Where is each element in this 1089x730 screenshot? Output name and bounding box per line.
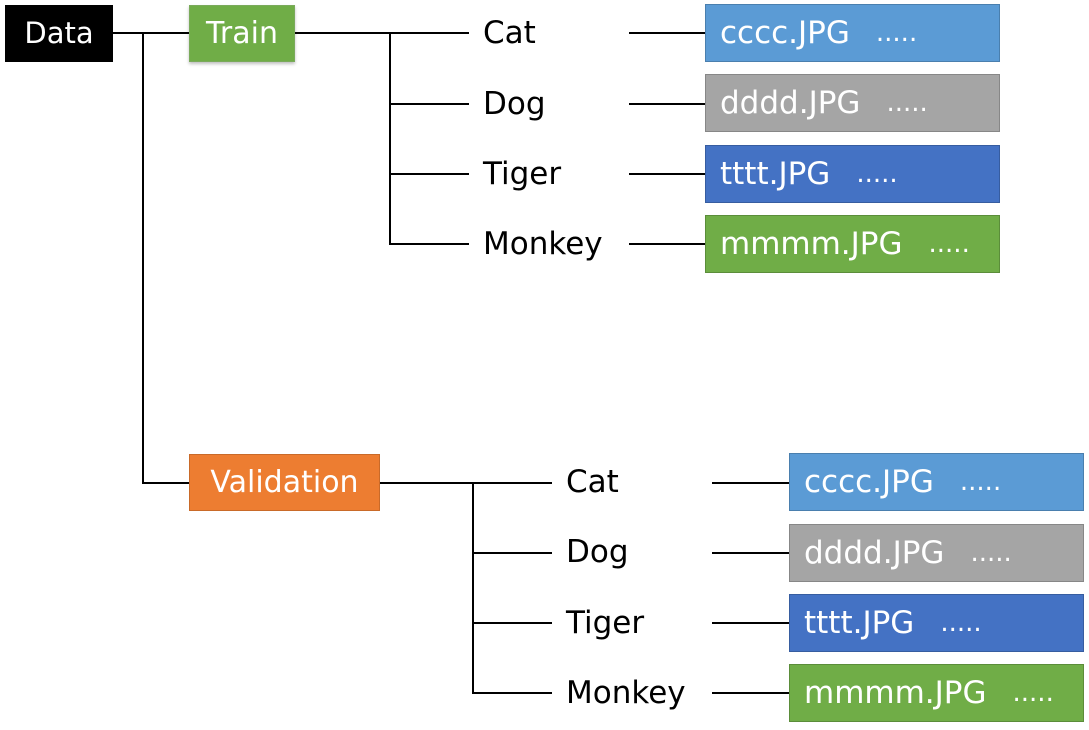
validation-cat-label: Cat xyxy=(566,463,619,500)
validation-to-branch-line xyxy=(380,482,474,484)
validation-tiger-files-box: tttt.JPG ..... xyxy=(789,594,1084,652)
validation-monkey-file-connector xyxy=(712,692,789,694)
train-tiger-file-name: tttt.JPG xyxy=(720,155,831,192)
validation-dog-connector xyxy=(472,552,552,554)
validation-cat-more-files: ..... xyxy=(959,467,1002,497)
train-tiger-connector xyxy=(389,173,469,175)
validation-monkey-connector xyxy=(472,692,552,694)
validation-monkey-more-files: ..... xyxy=(1012,678,1054,708)
root-to-validation-connector xyxy=(142,482,189,484)
train-tiger-more-files: ..... xyxy=(856,159,898,189)
validation-branch-trunk-line xyxy=(472,482,474,694)
train-dog-connector xyxy=(389,103,469,105)
validation-dog-file-name: dddd.JPG xyxy=(804,534,945,571)
train-dog-file-name: dddd.JPG xyxy=(720,84,861,121)
train-branch-trunk-line xyxy=(389,32,391,245)
train-monkey-label: Monkey xyxy=(483,225,603,262)
validation-tiger-label: Tiger xyxy=(566,604,645,641)
validation-tiger-connector xyxy=(472,622,552,624)
validation-folder-label: Validation xyxy=(210,464,359,500)
validation-tiger-more-files: ..... xyxy=(940,608,982,638)
validation-tiger-file-connector xyxy=(712,622,789,624)
train-dog-file-connector xyxy=(629,103,705,105)
train-tiger-files-box: tttt.JPG ..... xyxy=(705,145,1000,203)
root-trunk-line xyxy=(142,32,144,484)
validation-cat-file-connector xyxy=(712,482,789,484)
train-cat-connector xyxy=(389,32,469,34)
root-connector xyxy=(113,32,189,34)
train-monkey-files-box: mmmm.JPG ..... xyxy=(705,215,1000,273)
train-dog-more-files: ..... xyxy=(886,88,928,118)
validation-dog-files-box: dddd.JPG ..... xyxy=(789,524,1084,582)
validation-monkey-label: Monkey xyxy=(566,674,686,711)
validation-cat-files-box: cccc.JPG ..... xyxy=(789,453,1084,511)
train-folder-node: Train xyxy=(189,5,295,62)
validation-tiger-file-name: tttt.JPG xyxy=(804,604,915,641)
train-cat-label: Cat xyxy=(483,14,536,51)
train-monkey-file-connector xyxy=(629,243,705,245)
train-monkey-file-name: mmmm.JPG xyxy=(720,225,903,262)
validation-cat-connector xyxy=(472,482,552,484)
validation-cat-file-name: cccc.JPG xyxy=(804,463,934,500)
train-tiger-label: Tiger xyxy=(483,155,562,192)
train-monkey-more-files: ..... xyxy=(928,229,970,259)
validation-monkey-files-box: mmmm.JPG ..... xyxy=(789,664,1084,722)
validation-monkey-file-name: mmmm.JPG xyxy=(804,674,987,711)
train-monkey-connector xyxy=(389,243,469,245)
data-root-label: Data xyxy=(24,16,94,50)
validation-folder-node: Validation xyxy=(189,454,380,511)
train-cat-more-files: ..... xyxy=(875,18,918,48)
train-dog-label: Dog xyxy=(483,85,546,122)
validation-dog-label: Dog xyxy=(566,533,629,570)
validation-dog-file-connector xyxy=(712,552,789,554)
data-root-node: Data xyxy=(5,5,113,62)
train-to-branch-line xyxy=(295,32,391,34)
train-tiger-file-connector xyxy=(629,173,705,175)
train-cat-files-box: cccc.JPG ..... xyxy=(705,4,1000,62)
train-cat-file-connector xyxy=(629,32,705,34)
train-dog-files-box: dddd.JPG ..... xyxy=(705,74,1000,132)
validation-dog-more-files: ..... xyxy=(970,538,1012,568)
train-cat-file-name: cccc.JPG xyxy=(720,14,850,51)
train-folder-label: Train xyxy=(206,15,278,51)
